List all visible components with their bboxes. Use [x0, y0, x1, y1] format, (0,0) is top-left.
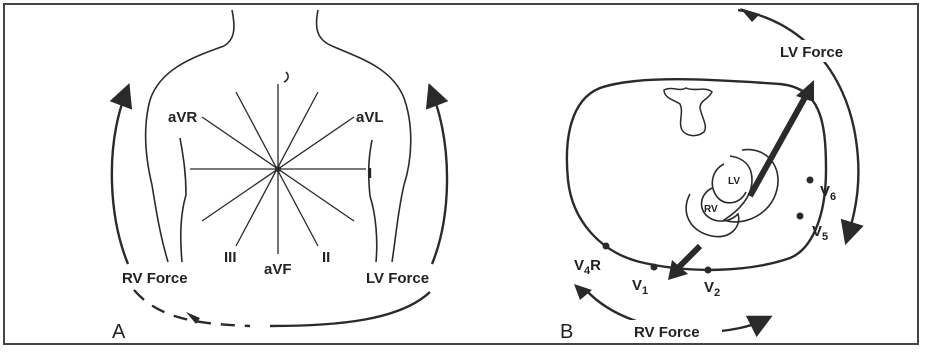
panel-a: aVR aVL I II III aVF RV Force LV Force A	[112, 10, 447, 343]
rv-force-arc-arrow	[112, 92, 128, 264]
lv-force-label-b: LV Force	[780, 44, 843, 61]
electrode-v4r	[603, 243, 610, 250]
lv-force-arc-arrow	[432, 92, 447, 264]
electrode-v2	[705, 267, 712, 274]
lead-v4r-label: V4R	[574, 257, 601, 277]
lead-v1-label: V1	[632, 277, 648, 297]
rv-force-label-a: RV Force	[122, 270, 188, 287]
lead-iii-label: III	[224, 249, 237, 266]
lead-avl-label: aVL	[356, 109, 384, 126]
heart-lv-label: LV	[728, 176, 740, 187]
axis-center	[275, 166, 281, 172]
chest-cross-section	[567, 79, 826, 270]
rv-force-label-b: RV Force	[634, 324, 700, 341]
lv-force-label-a: LV Force	[366, 270, 429, 287]
force-axis-upper-head	[796, 80, 814, 102]
lead-v6-label: V6	[820, 183, 836, 203]
electrode-v5	[797, 213, 804, 220]
lead-i-label: I	[368, 165, 372, 182]
lead-ii-label: II	[322, 249, 330, 266]
lv-force-arc-b-tail-head	[740, 8, 760, 22]
panel-b: LV RV V4R V1 V2 V5 V6 LV Force RV Force …	[560, 8, 864, 343]
heart-rv-label: RV	[704, 204, 718, 215]
lead-avr-label: aVR	[168, 109, 197, 126]
lead-avf-label: aVF	[264, 261, 292, 278]
rv-force-arc-b-tail-head	[574, 284, 592, 300]
lead-v2-label: V2	[704, 279, 720, 299]
bottom-arc-dashed	[134, 290, 250, 326]
electrode-v6	[807, 177, 814, 184]
electrode-v1	[651, 264, 658, 271]
lead-v5-label: V5	[812, 223, 828, 243]
panel-b-label: B	[560, 321, 573, 343]
panel-a-label: A	[112, 321, 126, 343]
force-axis-upper-shaft	[750, 92, 808, 196]
vertebra	[664, 88, 712, 136]
bottom-arc-solid	[270, 292, 430, 326]
